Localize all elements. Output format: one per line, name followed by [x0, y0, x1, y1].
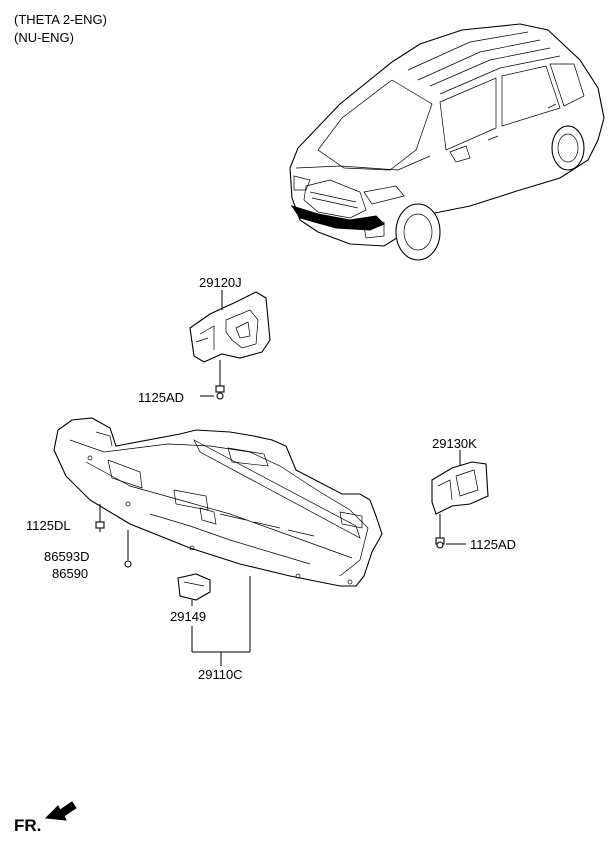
- leader-29110C: [191, 576, 251, 666]
- part-29149-bracket: [177, 573, 211, 606]
- engine-variant-line-1: (THETA 2-ENG): [14, 12, 107, 27]
- callout-1125AD-right: 1125AD: [470, 537, 517, 552]
- callout-29110C: 29110C: [198, 667, 243, 682]
- bolt-1125AD-upper: [200, 360, 225, 400]
- front-direction-arrow-icon: [44, 801, 77, 821]
- bolt-1125AD-right: [435, 514, 466, 549]
- engine-variant-line-2: (NU-ENG): [14, 30, 74, 45]
- callout-86593D: 86593D: [44, 549, 90, 564]
- callout-86590: 86590: [52, 566, 89, 581]
- callout-29130K: 29130K: [432, 436, 477, 451]
- callout-29120J: 29120J: [199, 275, 242, 290]
- callout-1125DL: 1125DL: [26, 518, 71, 533]
- clip-86593D: [124, 530, 132, 568]
- callout-29149: 29149: [170, 609, 207, 624]
- part-29110C-undercover: [53, 417, 383, 587]
- front-direction-label: FR.: [14, 816, 42, 835]
- part-29130K-shield: [431, 461, 489, 515]
- vehicle-illustration: [289, 23, 605, 261]
- part-29120J-shield: [189, 291, 271, 363]
- bolt-1125DL: [95, 504, 105, 532]
- callout-1125AD-upper: 1125AD: [138, 390, 185, 405]
